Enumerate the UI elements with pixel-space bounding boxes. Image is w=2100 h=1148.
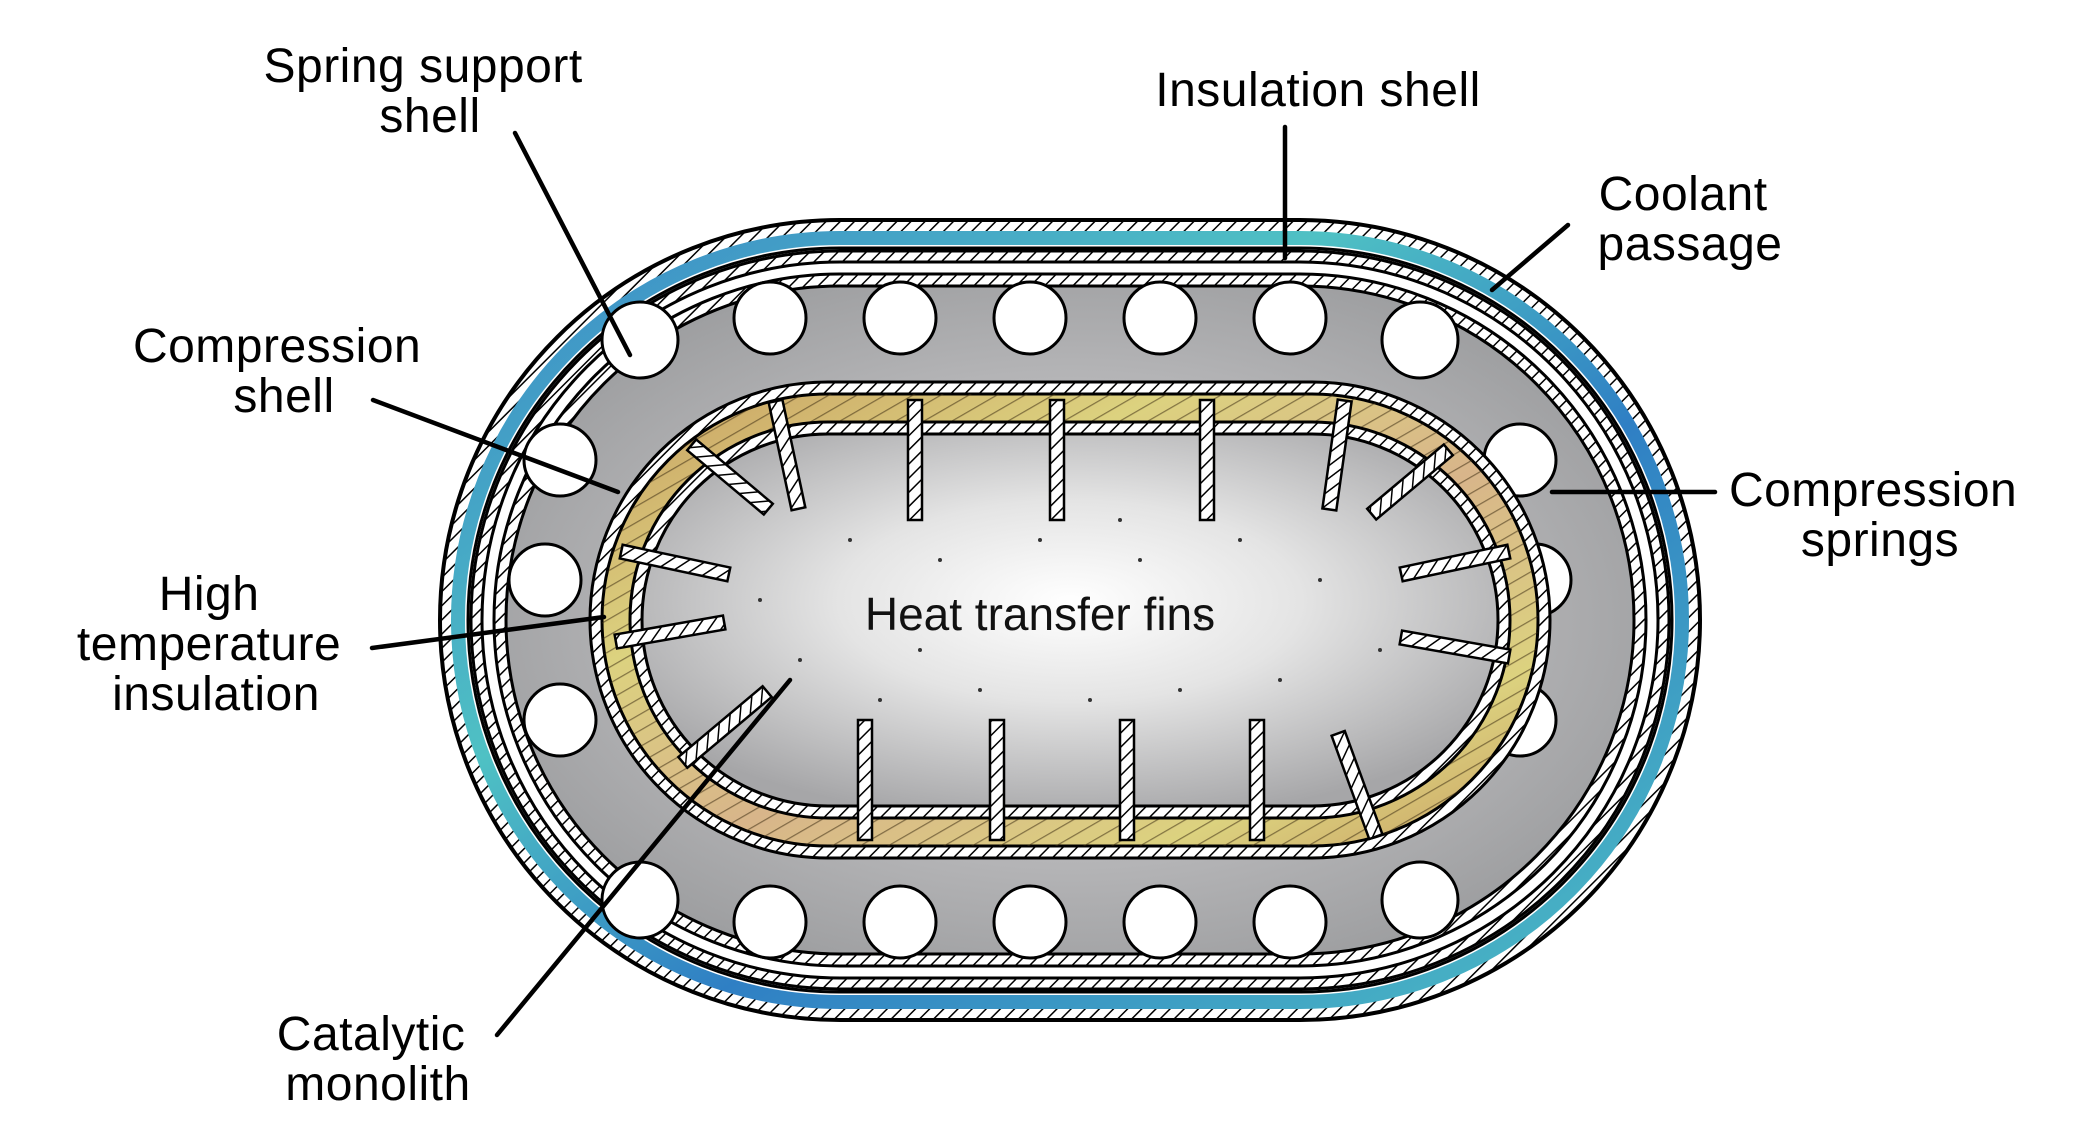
coolant-passage xyxy=(451,231,1689,1009)
heat-transfer-fin xyxy=(1198,398,1216,522)
heat-transfer-fin xyxy=(1048,398,1066,522)
compression-springs-group xyxy=(507,280,1573,960)
label-coolant-passage: Coolant passage xyxy=(1598,168,1783,271)
heat-transfer-fin xyxy=(1321,398,1353,512)
compression-spring xyxy=(522,682,598,758)
compression-spring xyxy=(1122,280,1198,356)
catalytic-monolith xyxy=(640,432,1500,808)
heat-transfer-fin xyxy=(676,684,774,770)
leader-compression-shell xyxy=(370,397,621,495)
compression-spring xyxy=(1122,884,1198,960)
heat-transfer-fin xyxy=(613,614,727,650)
heat-transfer-fin xyxy=(618,543,732,583)
compression-spring xyxy=(732,280,808,356)
heat-transfer-fin xyxy=(1330,729,1384,841)
label-high-temperature-insulation: High temperature insulation xyxy=(77,568,355,721)
leader-spring-support-shell xyxy=(512,130,633,358)
label-compression-shell: Compression shell xyxy=(133,320,435,423)
heat-transfer-fin xyxy=(1248,718,1266,842)
heat-transfer-fin xyxy=(856,718,874,842)
coolant-inner-line xyxy=(466,246,1674,994)
leader-high-temperature-insulation xyxy=(369,614,607,651)
compression-spring xyxy=(1380,860,1460,940)
monolith-speckles xyxy=(758,518,1382,702)
compression-spring xyxy=(1252,884,1328,960)
compression-spring xyxy=(732,884,808,960)
compression-spring xyxy=(600,300,680,380)
heat-transfer-fin xyxy=(685,437,775,517)
compression-spring xyxy=(507,542,583,618)
heat-transfer-fin xyxy=(988,718,1006,842)
leader-catalytic-monolith xyxy=(494,677,793,1038)
label-heat-transfer-fins: Heat transfer fins xyxy=(865,588,1215,640)
label-insulation-shell: Insulation shell xyxy=(1155,64,1481,117)
heat-transfer-fin xyxy=(1365,442,1455,522)
heat-transfer-fin xyxy=(1118,718,1136,842)
heat-transfer-fin xyxy=(767,398,807,512)
label-compression-springs: Compression springs xyxy=(1729,464,2031,567)
compression-spring xyxy=(992,280,1068,356)
compression-spring xyxy=(1380,300,1460,380)
compression-spring xyxy=(600,860,680,940)
heat-transfer-fins-group xyxy=(613,398,1512,842)
label-spring-support-shell: Spring support shell xyxy=(263,40,596,143)
compression-spring xyxy=(862,884,938,960)
label-catalytic-monolith: Catalytic monolith xyxy=(277,1008,479,1111)
heat-transfer-fin xyxy=(906,398,924,522)
compression-spring xyxy=(862,280,938,356)
heat-transfer-fin xyxy=(1398,629,1512,665)
leader-lines xyxy=(369,124,1718,1038)
heat-transfer-fin xyxy=(1398,543,1512,583)
leader-coolant-passage xyxy=(1489,222,1571,293)
compression-spring xyxy=(992,884,1068,960)
compression-spring xyxy=(1252,280,1328,356)
